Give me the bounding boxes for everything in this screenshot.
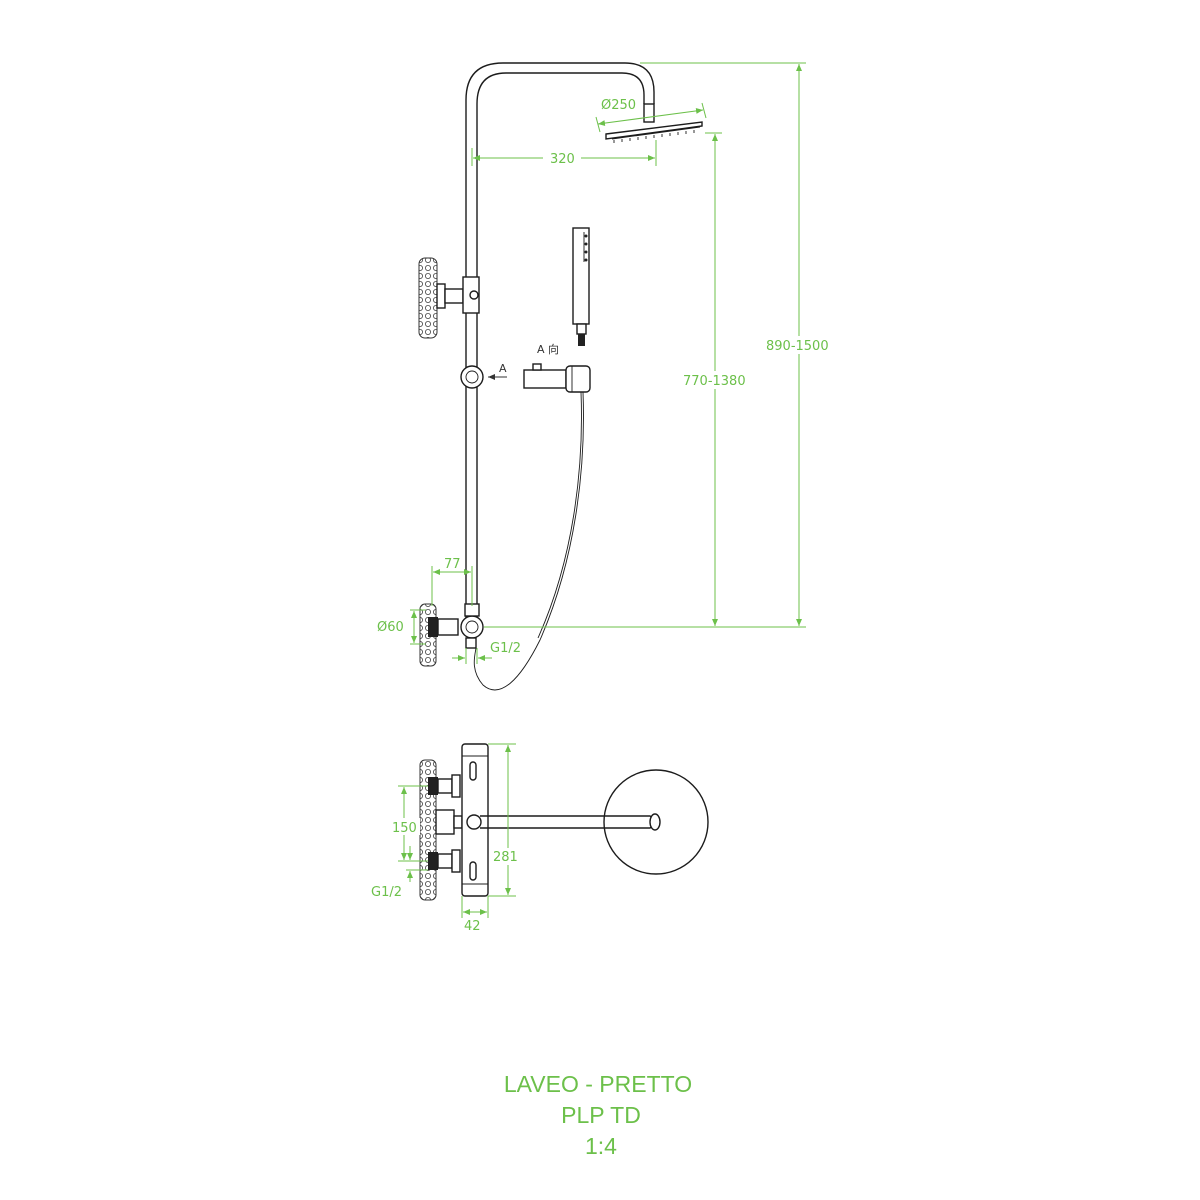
dim-head-diameter: Ø250	[601, 98, 636, 113]
dim-thread-size: G1/2	[490, 641, 521, 656]
dim-head-height: 770-1380	[683, 374, 746, 389]
dim-arm-reach: 320	[550, 152, 575, 167]
slide-holder: A	[460, 362, 507, 389]
dim-mixer-depth: 42	[464, 919, 481, 934]
upper-inlet-connector	[428, 774, 461, 798]
lower-inlet-connector	[428, 849, 461, 873]
product-name: LAVEO - PRETTO	[504, 1071, 692, 1097]
middle-bracket	[435, 809, 463, 835]
front-dimensions: Ø250 320 770-1380 890-1500 77 Ø60 G	[377, 62, 836, 664]
upper-wall-bracket	[418, 257, 480, 339]
dim-wall-offset: 77	[444, 557, 461, 572]
dim-inlet-spacing: 150	[392, 821, 417, 836]
dim-connection-diameter: Ø60	[377, 620, 404, 635]
plan-view	[419, 743, 709, 901]
lower-diverter	[419, 603, 484, 667]
hand-shower	[572, 227, 590, 346]
model-code: PLP TD	[561, 1102, 641, 1128]
plan-arm-and-head	[480, 769, 709, 875]
drawing-scale: 1:4	[585, 1133, 617, 1159]
view-marker: A	[499, 362, 507, 375]
holder-detail-a: A 向	[523, 342, 591, 393]
riser-pipe	[465, 62, 655, 620]
dim-thread-size-bottom: G1/2	[371, 885, 402, 900]
dim-total-height: 890-1500	[766, 339, 829, 354]
hose	[473, 391, 584, 691]
view-direction-label: A 向	[537, 342, 559, 356]
plan-dimensions: 150 G1/2 281 42	[371, 743, 521, 934]
title-block: LAVEO - PRETTO PLP TD 1:4	[504, 1071, 692, 1159]
dim-mixer-length: 281	[493, 850, 518, 865]
thermostat-body	[461, 743, 489, 897]
